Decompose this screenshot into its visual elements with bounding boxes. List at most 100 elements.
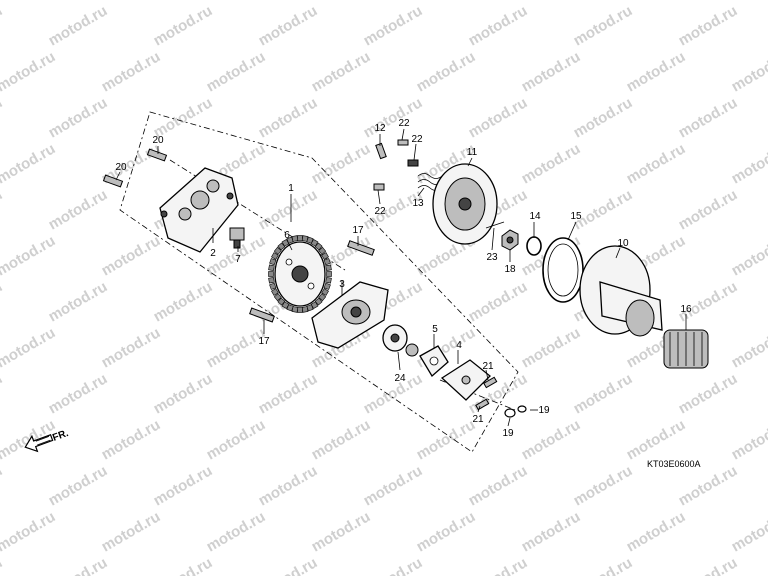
label-21-bottom: 21 [472, 414, 484, 425]
watermark-text: motod.ru [729, 416, 768, 463]
watermark-text: motod.ru [0, 2, 5, 49]
label-1: 1 [288, 183, 294, 194]
sprocket-tooth [321, 288, 329, 296]
watermark-text: motod.ru [729, 508, 768, 555]
part-number-labels: 1 2 3 4 5 6 7 10 11 12 13 14 15 16 17 17… [115, 118, 692, 439]
watermark-text: motod.ru [571, 370, 636, 417]
label-10: 10 [617, 238, 629, 249]
watermark-text: motod.ru [466, 278, 531, 325]
watermark-text: motod.ru [204, 0, 269, 3]
label-14: 14 [529, 211, 541, 222]
watermark-text: motod.ru [99, 0, 164, 3]
watermark-text: motod.ru [361, 2, 426, 49]
label-11: 11 [467, 147, 478, 158]
watermark-text: motod.ru [676, 94, 741, 141]
watermark-text: motod.ru [204, 416, 269, 463]
watermark-text: motod.ru [519, 48, 584, 95]
part-11-clutch-plate [432, 163, 498, 245]
sprocket-tooth [268, 277, 275, 284]
watermark-text: motod.ru [624, 0, 689, 3]
watermark-text: motod.ru [676, 2, 741, 49]
watermark-text: motod.ru [204, 48, 269, 95]
label-4: 4 [456, 340, 462, 351]
sprocket-tooth [286, 304, 294, 312]
label-17-top: 17 [352, 225, 364, 236]
watermark-text: motod.ru [309, 0, 374, 3]
watermark-text: motod.ru [624, 48, 689, 95]
sprocket-tooth [291, 235, 299, 242]
label-22-bottom: 22 [374, 206, 386, 217]
part-15-gasket-ring [542, 237, 584, 303]
watermark-text: motod.ru [309, 140, 374, 187]
watermark-text: motod.ru [0, 232, 58, 279]
watermark-text: motod.ru [99, 48, 164, 95]
watermark-text: motod.ru [466, 554, 531, 576]
watermark-text: motod.ru [729, 324, 768, 371]
sprocket-tooth [277, 297, 286, 306]
watermark-text: motod.ru [519, 416, 584, 463]
watermark-text: motod.ru [519, 508, 584, 555]
watermark-text: motod.ru [309, 48, 374, 95]
sprocket-tooth [326, 271, 332, 277]
label-6: 6 [284, 230, 290, 241]
watermark-text: motod.ru [729, 140, 768, 187]
watermark-text: motod.ru [46, 186, 111, 233]
watermark-text: motod.ru [361, 370, 426, 417]
watermark-text: motod.ru [151, 2, 216, 49]
watermark-text: motod.ru [0, 48, 58, 95]
sprocket-tooth [297, 235, 303, 241]
part-7-valve [229, 227, 245, 249]
watermark-text: motod.ru [466, 462, 531, 509]
label-22-middle: 22 [411, 134, 423, 145]
watermark-text: motod.ru [151, 370, 216, 417]
label-19-right: 19 [538, 405, 550, 416]
part-17-bolts [249, 240, 375, 323]
label-24: 24 [394, 373, 406, 384]
sprocket-tooth [318, 293, 327, 302]
watermark-text: motod.ru [151, 462, 216, 509]
label-15: 15 [570, 211, 582, 222]
sprocket-tooth [268, 271, 274, 277]
watermark-text: motod.ru [571, 2, 636, 49]
sprocket-tooth [306, 236, 314, 244]
sprocket-tooth [314, 297, 323, 306]
watermark-text: motod.ru [624, 140, 689, 187]
watermark-text: motod.ru [466, 94, 531, 141]
watermark-text: motod.ru [676, 462, 741, 509]
sprocket-tooth [301, 306, 309, 313]
sprocket-tooth [314, 242, 323, 251]
part-3-pump-body [311, 281, 389, 349]
watermark-text: motod.ru [414, 508, 479, 555]
sprocket-tooth [271, 252, 279, 260]
part-10-drum [579, 245, 663, 337]
label-21-top: 21 [482, 361, 494, 372]
part-18-nut [501, 229, 519, 251]
watermark-text: motod.ru [309, 508, 374, 555]
watermark-text: motod.ru [0, 462, 5, 509]
sprocket-tooth [297, 307, 303, 313]
sprocket-tooth [269, 282, 277, 290]
watermark-text: motod.ru [361, 462, 426, 509]
watermark-text: motod.ru [46, 278, 111, 325]
watermark-text: motod.ru [46, 370, 111, 417]
part-12-22-bolts [373, 139, 419, 191]
sprocket-tooth [310, 238, 319, 247]
sprocket-tooth [281, 301, 290, 310]
watermark-text: motod.ru [0, 278, 5, 325]
watermark-text: motod.ru [151, 554, 216, 576]
watermark-text: motod.ru [99, 232, 164, 279]
part-16-gear [663, 329, 709, 369]
watermark-text: motod.ru [571, 462, 636, 509]
leader-lines [115, 128, 687, 427]
watermark-text: motod.ru [466, 2, 531, 49]
part-4-plate [440, 359, 491, 401]
watermark-text: motod.ru [519, 324, 584, 371]
watermark-text: motod.ru [729, 0, 768, 3]
front-arrow-icon [24, 434, 54, 453]
label-18: 18 [504, 264, 516, 275]
watermark-text: motod.ru [0, 554, 5, 576]
watermark-text: motod.ru [624, 508, 689, 555]
watermark-text: motod.ru [46, 2, 111, 49]
sprocket-tooth [273, 246, 282, 255]
